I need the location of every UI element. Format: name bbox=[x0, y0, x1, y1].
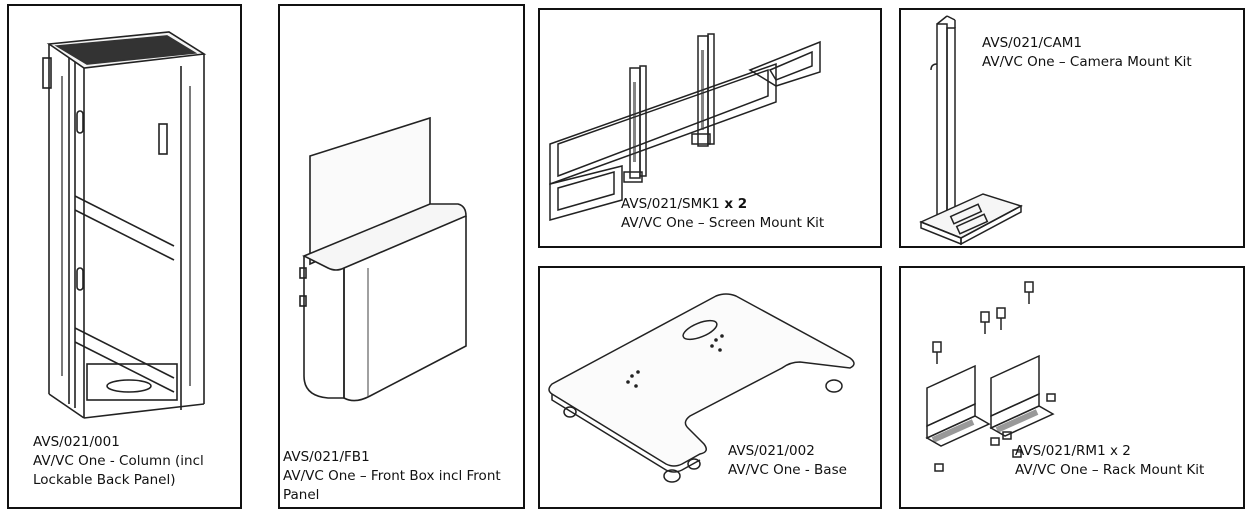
front-box-line1: AV/VC One – Front Box incl Front bbox=[283, 468, 501, 484]
panel-rack-mount: AVS/021/RM1 x 2 AV/VC One – Rack Mount K… bbox=[899, 266, 1245, 509]
front-box-code: AVS/021/FB1 bbox=[283, 449, 370, 465]
column-illustration bbox=[42, 31, 207, 419]
column-caption: AVS/021/001 AV/VC One - Column (incl Loc… bbox=[33, 433, 204, 490]
camera-mount-name: AV/VC One – Camera Mount Kit bbox=[982, 54, 1192, 70]
rack-mount-illustration bbox=[925, 281, 1056, 472]
base-name: AV/VC One - Base bbox=[728, 462, 847, 478]
camera-mount-caption: AVS/021/CAM1 AV/VC One – Camera Mount Ki… bbox=[982, 34, 1192, 72]
base-code: AVS/021/002 bbox=[728, 443, 815, 459]
screen-mount-name: AV/VC One – Screen Mount Kit bbox=[621, 215, 825, 231]
panel-screen-mount: AVS/021/SMK1 x 2 AV/VC One – Screen Moun… bbox=[538, 8, 882, 248]
camera-mount-code: AVS/021/CAM1 bbox=[982, 35, 1082, 51]
screen-mount-code: AVS/021/SMK1 bbox=[621, 196, 720, 212]
base-illustration bbox=[548, 293, 855, 483]
panel-camera-mount: AVS/021/CAM1 AV/VC One – Camera Mount Ki… bbox=[899, 8, 1245, 248]
screen-mount-illustration bbox=[549, 33, 821, 221]
front-box-caption: AVS/021/FB1 AV/VC One – Front Box incl F… bbox=[283, 448, 501, 505]
panel-base: AVS/021/002 AV/VC One - Base bbox=[538, 266, 882, 509]
rack-mount-name: AV/VC One – Rack Mount Kit bbox=[1015, 462, 1205, 478]
panel-front-box: AVS/021/FB1 AV/VC One – Front Box incl F… bbox=[278, 4, 525, 509]
camera-mount-illustration bbox=[919, 15, 1023, 246]
screen-mount-qty: x 2 bbox=[719, 196, 748, 212]
rack-mount-code: AVS/021/RM1 x 2 bbox=[1015, 443, 1131, 459]
rack-mount-caption: AVS/021/RM1 x 2 AV/VC One – Rack Mount K… bbox=[1015, 442, 1204, 480]
front-box-illustration bbox=[299, 116, 467, 402]
column-line1: AV/VC One - Column (incl bbox=[33, 453, 204, 469]
column-code: AVS/021/001 bbox=[33, 434, 120, 450]
front-box-line2: Panel bbox=[283, 487, 320, 503]
panel-column: AVS/021/001 AV/VC One - Column (incl Loc… bbox=[7, 4, 242, 509]
base-caption: AVS/021/002 AV/VC One - Base bbox=[728, 442, 847, 480]
screen-mount-caption: AVS/021/SMK1 x 2 AV/VC One – Screen Moun… bbox=[621, 195, 824, 233]
column-line2: Lockable Back Panel) bbox=[33, 472, 176, 488]
